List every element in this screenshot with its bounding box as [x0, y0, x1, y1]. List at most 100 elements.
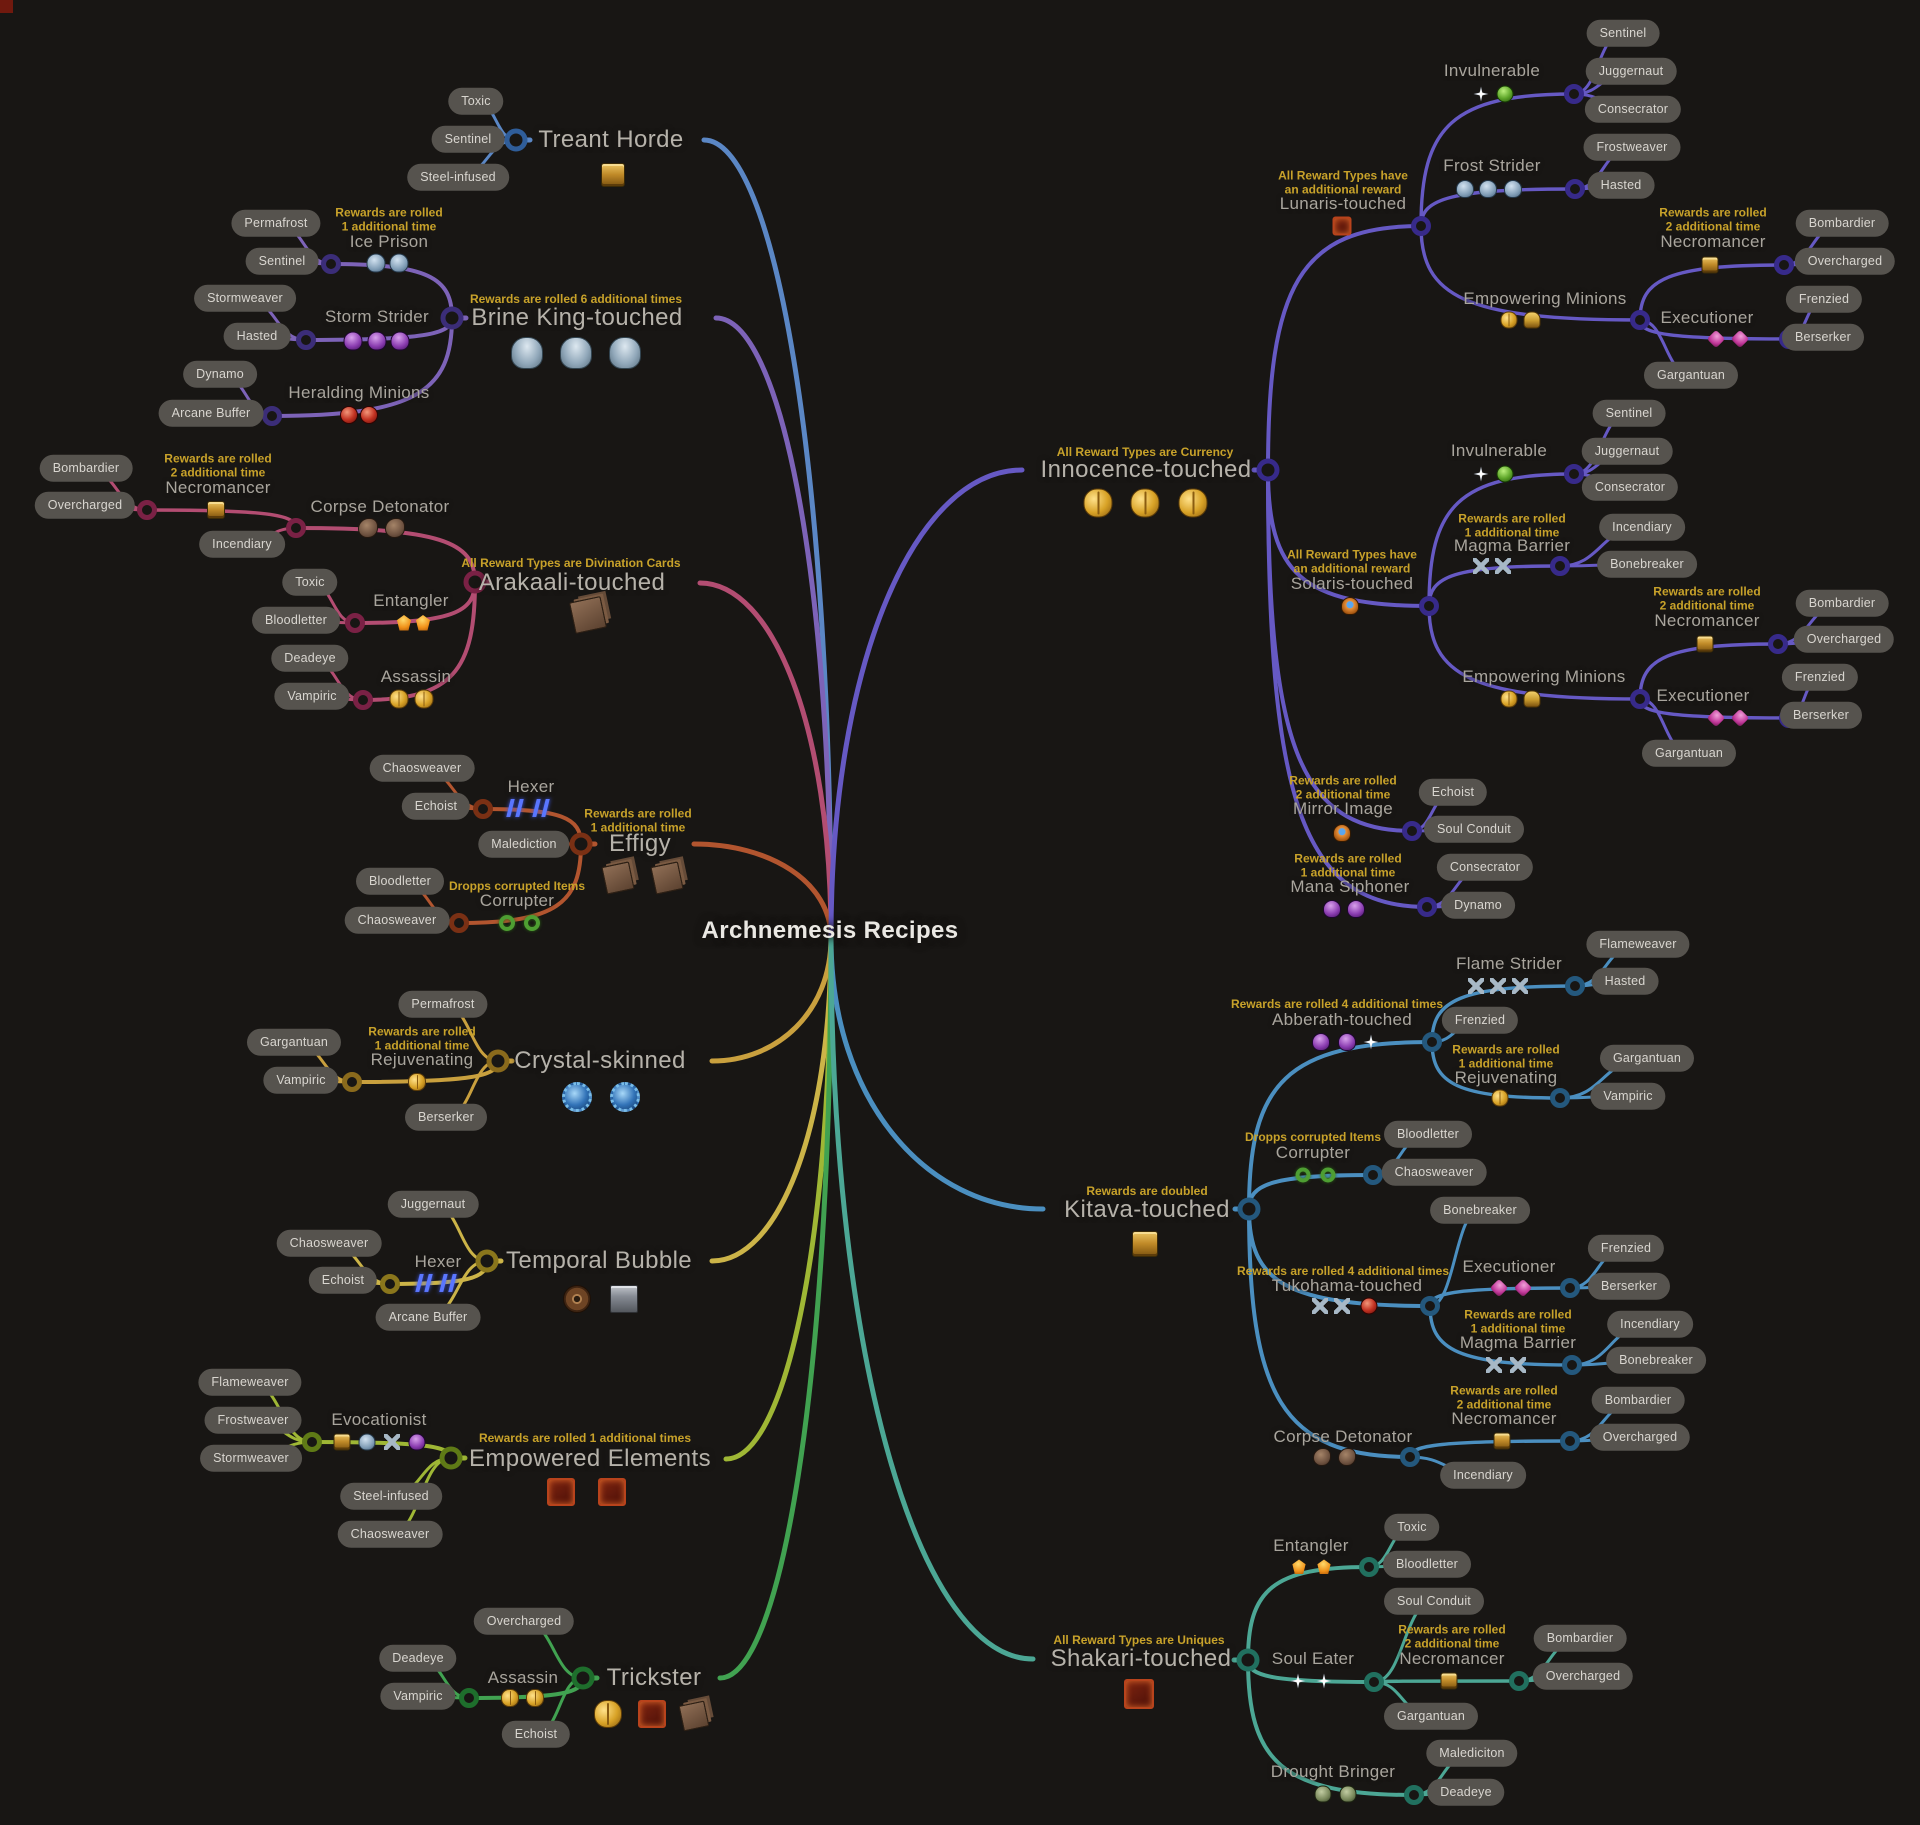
recipe-mirror-image[interactable]: Mirror Image [1293, 799, 1393, 818]
pill-consecrator[interactable]: Consecrator [1581, 473, 1679, 501]
recipe-abberath-touched[interactable]: Abberath-touched [1272, 1010, 1412, 1029]
pill-toxic[interactable]: Toxic [448, 87, 504, 115]
recipe-mana-siphoner[interactable]: Mana Siphoner [1290, 877, 1410, 896]
recipe-rejuvenating[interactable]: Rejuvenating [370, 1050, 474, 1069]
recipe-assassin[interactable]: Assassin [487, 1668, 559, 1687]
pill-bombardier[interactable]: Bombardier [1795, 209, 1889, 237]
pill-juggernaut[interactable]: Juggernaut [387, 1190, 479, 1218]
pill-frenzied[interactable]: Frenzied [1785, 285, 1863, 313]
pill-flameweaver[interactable]: Flameweaver [198, 1368, 302, 1396]
pill-incendiary[interactable]: Incendiary [1599, 513, 1685, 541]
pill-echoist[interactable]: Echoist [1418, 778, 1488, 806]
recipe-empowering-minions[interactable]: Empowering Minions [1462, 667, 1626, 686]
pill-overcharged[interactable]: Overcharged [473, 1607, 575, 1635]
recipe-innocence-touched[interactable]: Innocence-touched [1040, 456, 1252, 483]
pill-dynamo[interactable]: Dynamo [183, 360, 257, 388]
pill-malediction[interactable]: Malediction [478, 830, 570, 858]
pill-deadeye[interactable]: Deadeye [1427, 1778, 1505, 1806]
pill-vampiric[interactable]: Vampiric [380, 1682, 456, 1710]
pill-incendiary[interactable]: Incendiary [199, 530, 285, 558]
pill-bombardier[interactable]: Bombardier [1795, 589, 1889, 617]
recipe-crystal-skinned[interactable]: Crystal-skinned [514, 1047, 686, 1074]
recipe-shakari-touched[interactable]: Shakari-touched [1050, 1645, 1232, 1672]
pill-arcane-buffer[interactable]: Arcane Buffer [375, 1303, 481, 1331]
pill-chaosweaver[interactable]: Chaosweaver [276, 1229, 382, 1257]
pill-gargantuan[interactable]: Gargantuan [1641, 739, 1737, 767]
recipe-trickster[interactable]: Trickster [606, 1664, 702, 1691]
recipe-tukohama-touched[interactable]: Tukohama-touched [1271, 1276, 1423, 1295]
recipe-necromancer[interactable]: Necromancer [1660, 232, 1766, 251]
pill-vampiric[interactable]: Vampiric [274, 682, 350, 710]
pill-berserker[interactable]: Berserker [1782, 323, 1864, 351]
pill-vampiric[interactable]: Vampiric [1590, 1082, 1666, 1110]
recipe-hexer[interactable]: Hexer [414, 1252, 462, 1271]
recipe-rejuvenating[interactable]: Rejuvenating [1454, 1068, 1558, 1087]
pill-soul-conduit[interactable]: Soul Conduit [1384, 1587, 1484, 1615]
pill-deadeye[interactable]: Deadeye [271, 644, 349, 672]
recipe-necromancer[interactable]: Necromancer [1654, 611, 1760, 630]
pill-frenzied[interactable]: Frenzied [1781, 663, 1859, 691]
pill-bloodletter[interactable]: Bloodletter [1384, 1120, 1472, 1148]
pill-bonebreaker[interactable]: Bonebreaker [1597, 550, 1697, 578]
pill-echoist[interactable]: Echoist [308, 1266, 378, 1294]
recipe-evocationist[interactable]: Evocationist [331, 1410, 427, 1429]
pill-overcharged[interactable]: Overcharged [1794, 247, 1896, 275]
pill-chaosweaver[interactable]: Chaosweaver [337, 1520, 443, 1548]
pill-gargantuan[interactable]: Gargantuan [1599, 1044, 1695, 1072]
pill-stormweaver[interactable]: Stormweaver [194, 284, 296, 312]
pill-malediciton[interactable]: Malediciton [1426, 1739, 1518, 1767]
pill-arcane-buffer[interactable]: Arcane Buffer [158, 399, 264, 427]
recipe-invulnerable[interactable]: Invulnerable [1443, 61, 1541, 80]
pill-consecrator[interactable]: Consecrator [1436, 853, 1534, 881]
recipe-treant-horde[interactable]: Treant Horde [538, 126, 684, 153]
recipe-invulnerable[interactable]: Invulnerable [1450, 441, 1548, 460]
recipe-entangler[interactable]: Entangler [1273, 1536, 1349, 1555]
pill-flameweaver[interactable]: Flameweaver [1586, 930, 1690, 958]
pill-gargantuan[interactable]: Gargantuan [1383, 1702, 1479, 1730]
recipe-brine-king-touched[interactable]: Brine King-touched [471, 304, 683, 331]
pill-bombardier[interactable]: Bombardier [1591, 1386, 1685, 1414]
recipe-arakaali-touched[interactable]: Arakaali-touched [478, 569, 666, 596]
pill-deadeye[interactable]: Deadeye [379, 1644, 457, 1672]
recipe-executioner[interactable]: Executioner [1660, 308, 1754, 327]
pill-steel-infused[interactable]: Steel-infused [340, 1482, 442, 1510]
recipe-drought-bringer[interactable]: Drought Bringer [1270, 1762, 1396, 1781]
pill-incendiary[interactable]: Incendiary [1440, 1461, 1526, 1489]
pill-consecrator[interactable]: Consecrator [1584, 95, 1682, 123]
pill-sentinel[interactable]: Sentinel [1586, 19, 1660, 47]
recipe-storm-strider[interactable]: Storm Strider [324, 307, 430, 326]
pill-bonebreaker[interactable]: Bonebreaker [1430, 1196, 1530, 1224]
pill-bloodletter[interactable]: Bloodletter [252, 606, 340, 634]
pill-frenzied[interactable]: Frenzied [1441, 1006, 1519, 1034]
pill-hasted[interactable]: Hasted [1587, 171, 1655, 199]
pill-juggernaut[interactable]: Juggernaut [1581, 437, 1673, 465]
recipe-heralding-minions[interactable]: Heralding Minions [288, 383, 430, 402]
recipe-necromancer[interactable]: Necromancer [1399, 1649, 1505, 1668]
pill-juggernaut[interactable]: Juggernaut [1585, 57, 1677, 85]
pill-permafrost[interactable]: Permafrost [231, 209, 321, 237]
pill-berserker[interactable]: Berserker [1588, 1272, 1670, 1300]
pill-overcharged[interactable]: Overcharged [1793, 625, 1895, 653]
recipe-empowering-minions[interactable]: Empowering Minions [1463, 289, 1627, 308]
recipe-corpse-detonator[interactable]: Corpse Detonator [1273, 1427, 1413, 1446]
pill-gargantuan[interactable]: Gargantuan [1643, 361, 1739, 389]
recipe-kitava-touched[interactable]: Kitava-touched [1064, 1196, 1230, 1223]
recipe-corrupter[interactable]: Corrupter [479, 891, 555, 910]
recipe-hexer[interactable]: Hexer [507, 777, 555, 796]
recipe-ice-prison[interactable]: Ice Prison [349, 232, 429, 251]
pill-berserker[interactable]: Berserker [1780, 701, 1862, 729]
pill-vampiric[interactable]: Vampiric [263, 1066, 339, 1094]
pill-overcharged[interactable]: Overcharged [1532, 1662, 1634, 1690]
pill-permafrost[interactable]: Permafrost [398, 990, 488, 1018]
pill-hasted[interactable]: Hasted [223, 322, 291, 350]
recipe-corrupter[interactable]: Corrupter [1275, 1143, 1351, 1162]
recipe-magma-barrier[interactable]: Magma Barrier [1453, 536, 1571, 555]
pill-bloodletter[interactable]: Bloodletter [356, 867, 444, 895]
pill-bonebreaker[interactable]: Bonebreaker [1606, 1346, 1706, 1374]
pill-echoist[interactable]: Echoist [401, 792, 471, 820]
pill-berserker[interactable]: Berserker [405, 1103, 487, 1131]
pill-bloodletter[interactable]: Bloodletter [1383, 1550, 1471, 1578]
recipe-flame-strider[interactable]: Flame Strider [1456, 954, 1562, 973]
pill-chaosweaver[interactable]: Chaosweaver [369, 754, 475, 782]
recipe-necromancer[interactable]: Necromancer [165, 478, 271, 497]
